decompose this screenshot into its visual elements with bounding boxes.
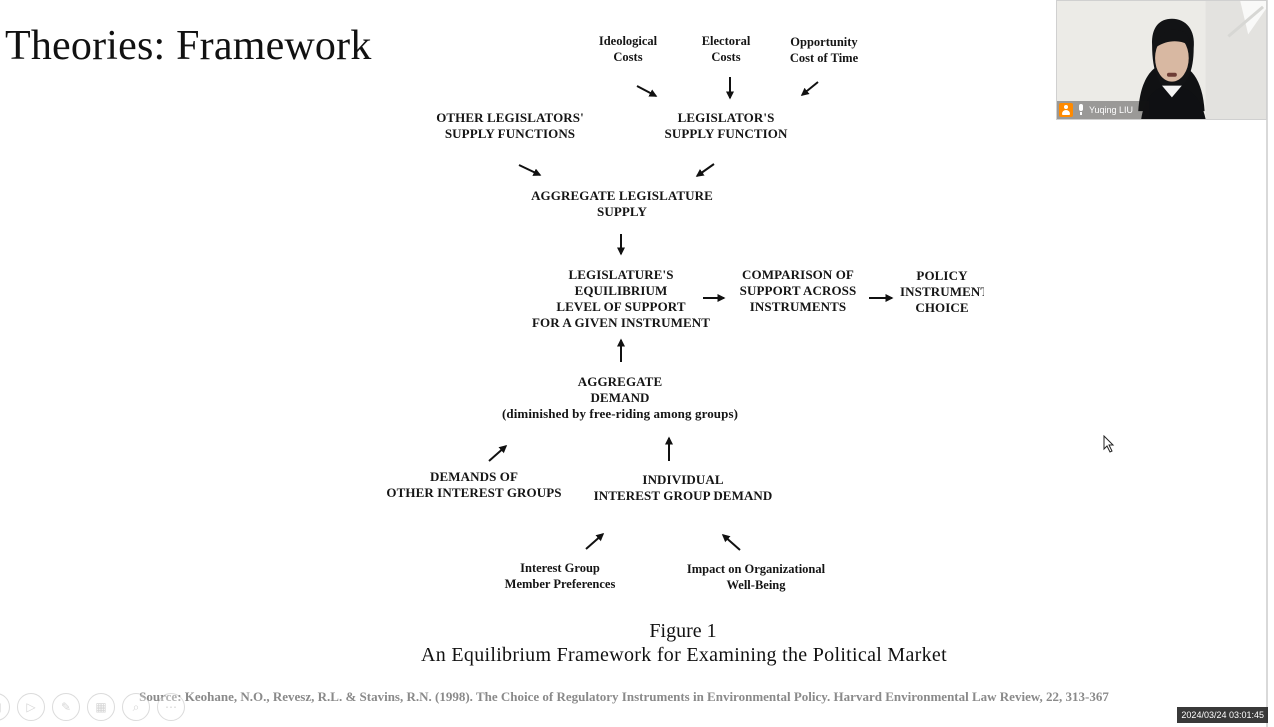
node-opportunity-cost: Opportunity Cost of Time — [789, 35, 859, 65]
participant-name: Yuqing LIU — [1089, 105, 1134, 115]
node-aggregate-demand: AGGREGATE DEMAND (diminished by free-rid… — [501, 374, 739, 421]
window-edge — [1266, 0, 1268, 727]
source-citation: Source: Keohane, N.O., Revesz, R.L. & St… — [139, 689, 1109, 704]
arrow-other-legislators-to-aggregate — [518, 164, 542, 176]
figure-caption: An Equilibrium Framework for Examining t… — [421, 644, 947, 666]
slides-icon[interactable]: ▦ — [87, 693, 115, 721]
arrow-other-groups-to-aggregate-demand — [488, 445, 508, 462]
node-legislature-equilibrium: LEGISLATURE'S EQUILIBRIUM LEVEL OF SUPPO… — [531, 267, 711, 330]
arrow-wellbeing-to-individual — [721, 534, 741, 551]
arrow-ideological-to-legislator — [636, 85, 658, 97]
participant-name-tag: Yuqing LIU — [1057, 101, 1149, 119]
microphone-icon — [1077, 104, 1085, 116]
node-comparison-of-support: COMPARISON OF SUPPORT ACROSS INSTRUMENTS — [739, 267, 857, 314]
more-icon[interactable]: ⋯ — [157, 693, 185, 721]
arrow-legislator-to-aggregate — [695, 163, 715, 177]
participant-person-icon — [1059, 103, 1073, 117]
figure-number: Figure 1 — [649, 620, 717, 642]
node-electoral-costs: Electoral Costs — [701, 34, 751, 64]
zoom-icon[interactable]: ⌕ — [122, 693, 150, 721]
node-ideological-costs: Ideological Costs — [598, 34, 658, 64]
arrow-member-preferences-to-individual — [585, 533, 605, 550]
node-member-preferences: Interest Group Member Preferences — [504, 561, 616, 591]
participant-video — [1057, 1, 1266, 119]
play-icon[interactable]: ▷ — [17, 693, 45, 721]
node-policy-instrument-choice: POLICY INSTRUMENT CHOICE — [900, 268, 984, 315]
arrow-opportunity-to-legislator — [800, 81, 819, 96]
back-icon[interactable]: ◁ — [0, 693, 10, 721]
mouse-pointer-icon — [1103, 435, 1115, 453]
node-individual-interest-group-demand: INDIVIDUAL INTEREST GROUP DEMAND — [593, 472, 773, 503]
pen-icon[interactable]: ✎ — [52, 693, 80, 721]
participant-video-tile[interactable]: Yuqing LIU — [1056, 0, 1267, 120]
node-other-legislators-supply: OTHER LEGISLATORS' SUPPLY FUNCTIONS — [436, 110, 584, 141]
node-aggregate-legislature-supply: AGGREGATE LEGISLATURE SUPPLY — [531, 188, 713, 219]
node-demands-other-interest-groups: DEMANDS OF OTHER INTEREST GROUPS — [386, 469, 562, 500]
slide-toolbar: ◁ ▷ ✎ ▦ ⌕ ⋯ — [0, 693, 185, 721]
slide-title: Theories: Framework — [5, 23, 372, 69]
node-legislator-supply-function: LEGISLATOR'S SUPPLY FUNCTION — [664, 110, 788, 141]
node-organizational-wellbeing: Impact on Organizational Well-Being — [686, 562, 826, 592]
recording-timestamp: 2024/03/24 03:01:45 — [1177, 707, 1268, 723]
